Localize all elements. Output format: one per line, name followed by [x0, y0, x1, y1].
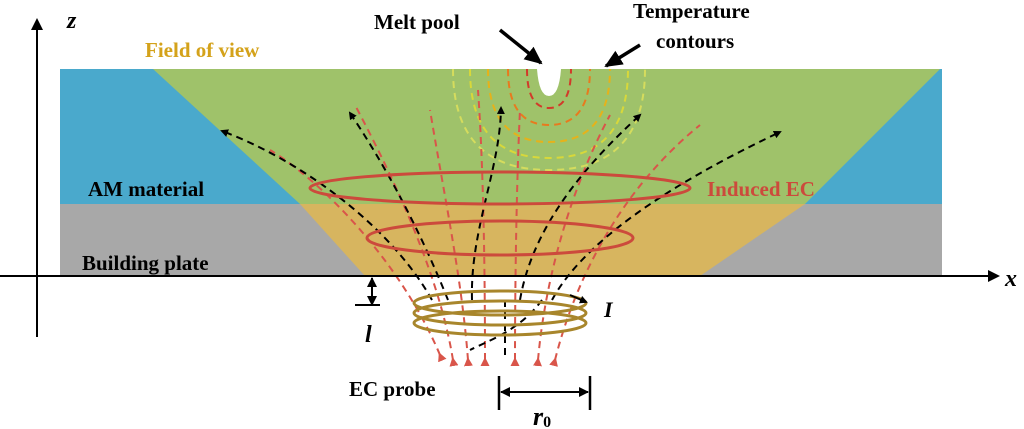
radius-label-subscript: 0: [543, 414, 551, 429]
field-line-black-4: [519, 113, 642, 301]
temperature-contour-3: [487, 68, 611, 144]
induced-ec-label: Induced EC: [707, 177, 815, 201]
temperature-contour-4: [469, 68, 629, 160]
field-line-black-1: [220, 129, 433, 301]
liftoff-label: l: [365, 322, 372, 348]
melt-pool: [537, 69, 561, 96]
am-material-label: AM material: [88, 177, 204, 201]
z-axis-label: z: [66, 8, 77, 34]
current-direction-arrow: [569, 294, 588, 304]
temperature-contour-2: [507, 68, 591, 127]
field-line-black-5: [551, 130, 782, 301]
ec-probe-coil: [412, 289, 588, 337]
building-plate-label: Building plate: [82, 251, 209, 275]
temperature-contours-label-line2: contours: [656, 29, 734, 53]
ec-probe-label: EC probe: [349, 377, 436, 401]
temperature-contour-1: [526, 68, 572, 110]
field-line-black-6: [469, 299, 543, 351]
radius-label: r0: [533, 402, 551, 429]
melt-pool-label: Melt pool: [374, 10, 460, 34]
current-label: I: [603, 297, 614, 322]
field-of-view-label: Field of view: [145, 38, 260, 62]
field-of-view-cone-lower: [300, 204, 805, 276]
field-of-view-cone-upper: [153, 69, 940, 204]
induced-ec-loop-upper: [308, 170, 692, 206]
x-axis-label: x: [1004, 266, 1017, 292]
field-line-black-3: [470, 106, 505, 301]
melt-pool-callout-arrow: [498, 28, 543, 65]
induced-ec-loop-lower: [365, 219, 635, 257]
field-line-black-2: [348, 111, 449, 301]
radius-label-main: r: [533, 402, 544, 429]
temperature-contours-callout-arrow: [604, 43, 641, 68]
temperature-contours-label-line1: Temperature: [633, 0, 750, 23]
magnetic-field-lines-black: [220, 106, 782, 355]
